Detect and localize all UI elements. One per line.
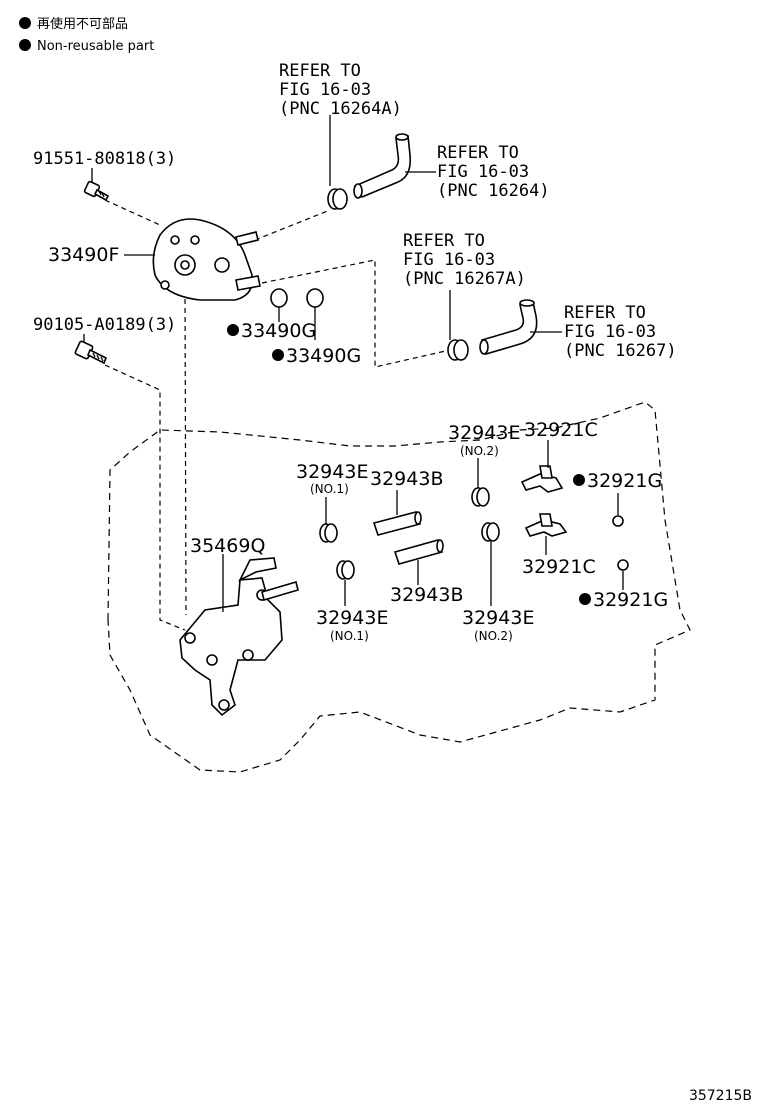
non-reusable-dot-icon [19, 17, 31, 29]
clamp-16267a [447, 339, 469, 361]
union-32921c-bot [524, 513, 568, 537]
svg-text:FIG 16-03: FIG 16-03 [564, 322, 656, 342]
label-pump: 33490F [48, 244, 119, 266]
hose-32943b-top [372, 511, 422, 536]
non-reusable-dot-icon [19, 39, 31, 51]
svg-text:REFER TO: REFER TO [437, 143, 519, 163]
label-gasket-bot: 32921G [593, 589, 668, 611]
gasket-32921g-top [612, 515, 624, 527]
label-oring-2: 33490G [286, 345, 361, 367]
label-clamp-no2-top: 32943E [448, 422, 520, 444]
hose-16267 [479, 299, 538, 355]
label-bracket: 35469Q [190, 535, 265, 557]
legend-text-en: Non-reusable part [37, 39, 154, 54]
o-ring-1 [270, 288, 288, 308]
label-clamp-no1-top-sub: (NO.1) [310, 482, 349, 496]
vacuum-pump [152, 218, 261, 301]
bolt-90105 [74, 340, 108, 365]
bolt-91551 [83, 180, 110, 202]
label-union-bot: 32921C [522, 556, 596, 578]
svg-text:FIG 16-03: FIG 16-03 [403, 250, 495, 270]
dashed-leaders [104, 199, 451, 631]
legend: 再使用不可部品 Non-reusable part [19, 16, 154, 54]
label-clamp-no1-bot-sub: (NO.1) [330, 629, 369, 643]
label-clamp-no2-bot-sub: (NO.2) [474, 629, 513, 643]
label-clamp-no1-top: 32943E [296, 461, 368, 483]
svg-text:(PNC 16267A): (PNC 16267A) [403, 269, 526, 289]
label-hose-top: 32943B [370, 468, 443, 490]
clamp-16264a [327, 188, 348, 210]
label-bolt-91551: 91551-80818(3) [33, 149, 176, 169]
label-clamp-no2-top-sub: (NO.2) [460, 444, 499, 458]
non-reusable-dot-icon [573, 474, 585, 486]
svg-text:FIG 16-03: FIG 16-03 [279, 80, 371, 100]
label-bolt-90105: 90105-A0189(3) [33, 315, 176, 335]
fig-ref-b: REFER TO FIG 16-03 (PNC 16264) [437, 143, 550, 201]
bracket [179, 557, 299, 717]
fig-ref-c: REFER TO FIG 16-03 (PNC 16267A) [403, 231, 526, 289]
clamp-no1-top [319, 523, 338, 543]
svg-text:(PNC 16264A): (PNC 16264A) [279, 99, 402, 119]
diagram-code: 357215B [689, 1088, 752, 1104]
clamp-no2-top [471, 487, 490, 507]
svg-text:(PNC 16267): (PNC 16267) [564, 341, 677, 361]
svg-text:REFER TO: REFER TO [279, 61, 361, 81]
clamp-no1-bot [336, 560, 355, 580]
hose-32943b-bot [393, 539, 444, 565]
label-union-top: 32921C [524, 419, 598, 441]
hose-16264 [353, 133, 412, 199]
svg-text:(PNC 16264): (PNC 16264) [437, 181, 550, 201]
label-hose-bot: 32943B [390, 584, 463, 606]
union-32921c-top [520, 465, 564, 493]
non-reusable-dot-icon [227, 324, 239, 336]
o-ring-2 [306, 288, 324, 308]
fig-ref-d: REFER TO FIG 16-03 (PNC 16267) [564, 303, 677, 361]
non-reusable-dot-icon [272, 349, 284, 361]
fig-ref-a: REFER TO FIG 16-03 (PNC 16264A) [279, 61, 402, 119]
svg-text:FIG 16-03: FIG 16-03 [437, 162, 529, 182]
label-gasket-top: 32921G [587, 470, 662, 492]
engine-block-outline [107, 401, 691, 773]
clamp-no2-bot [481, 522, 500, 542]
label-clamp-no2-bot: 32943E [462, 607, 534, 629]
gasket-32921g-bot [617, 559, 629, 571]
non-reusable-dot-icon [579, 593, 591, 605]
svg-text:REFER TO: REFER TO [403, 231, 485, 251]
legend-text-cn: 再使用不可部品 [37, 16, 128, 32]
svg-text:REFER TO: REFER TO [564, 303, 646, 323]
label-oring-1: 33490G [241, 320, 316, 342]
label-clamp-no1-bot: 32943E [316, 607, 388, 629]
